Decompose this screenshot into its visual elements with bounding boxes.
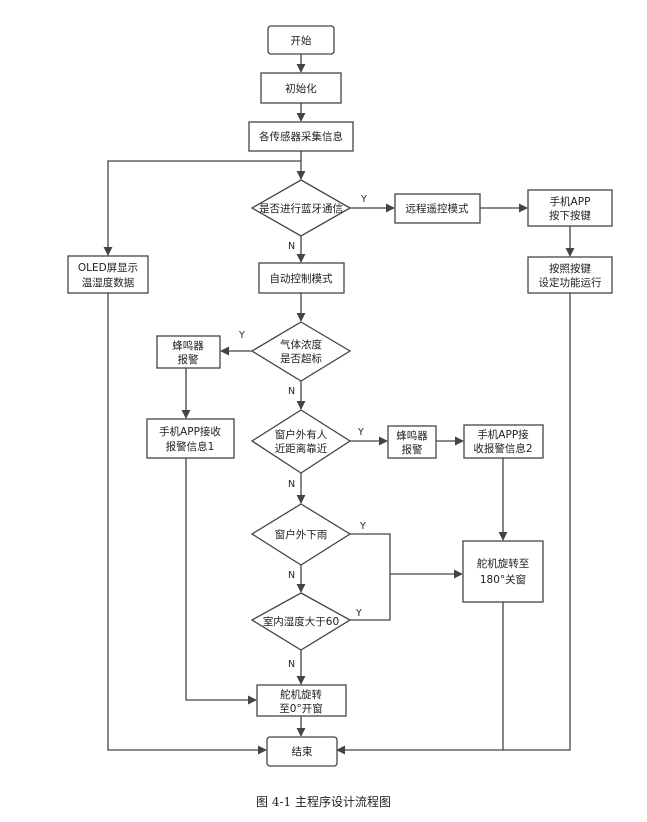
label-yes-humid: Y	[355, 608, 362, 619]
node-app-alarm1-line1: 手机APP接收	[159, 425, 221, 438]
node-servo-open-line1: 舵机旋转	[280, 688, 322, 701]
node-end-label: 结束	[292, 745, 313, 758]
node-auto: 自动控制模式	[258, 262, 345, 294]
node-buzzer1: 蜂鸣器 报警	[156, 335, 221, 369]
decision-humidity-label: 室内湿度大于60	[263, 615, 339, 628]
node-app-press-line2: 按下按键	[549, 209, 591, 222]
node-app-alarm2-line1: 手机APP接	[477, 428, 529, 441]
decision-person: 窗户外有人 近距离靠近	[250, 409, 352, 474]
decision-bluetooth-label: 是否进行蓝牙通信	[259, 202, 343, 215]
edge-appalarm1-servoopen	[185, 458, 257, 705]
node-per-key: 按照按键 设定功能运行	[527, 256, 613, 294]
label-no-rain: N	[288, 570, 295, 581]
label-no-humid: N	[288, 659, 295, 670]
decision-gas-line1: 气体浓度	[280, 338, 322, 351]
node-app-press-line1: 手机APP	[550, 195, 591, 208]
decision-gas: 气体浓度 是否超标	[250, 321, 352, 382]
edge-labels: Y N Y N Y N Y N Y N	[238, 194, 367, 670]
node-remote: 远程遥控模式	[394, 193, 481, 224]
edge-oled-end	[107, 293, 267, 755]
edge-perkey-end	[336, 293, 571, 755]
node-oled: OLED屏显示 温湿度数据	[67, 255, 149, 294]
node-app-alarm1-line2: 报警信息1	[166, 440, 215, 453]
label-yes-person: Y	[357, 427, 364, 438]
label-no-bt: N	[288, 241, 295, 252]
node-buzzer2-line1: 蜂鸣器	[396, 429, 428, 442]
node-oled-line1: OLED屏显示	[78, 262, 138, 274]
node-buzzer1-line1: 蜂鸣器	[172, 339, 204, 352]
node-buzzer2-line2: 报警	[402, 443, 423, 456]
node-buzzer1-line2: 报警	[178, 353, 199, 366]
connectors	[103, 54, 575, 755]
node-buzzer2: 蜂鸣器 报警	[387, 425, 437, 459]
label-no-person: N	[288, 479, 295, 490]
node-collect-label: 各传感器采集信息	[259, 130, 343, 143]
decision-bluetooth: 是否进行蓝牙通信	[250, 179, 352, 237]
node-servo-close-line1: 舵机旋转至	[477, 557, 530, 570]
node-auto-label: 自动控制模式	[270, 272, 333, 285]
label-yes-bt: Y	[360, 194, 367, 205]
decision-rain: 窗户外下雨	[250, 503, 352, 566]
node-init-label: 初始化	[285, 82, 317, 95]
node-per-key-line1: 按照按键	[549, 262, 591, 275]
figure-caption: 图 4-1 主程序设计流程图	[256, 795, 391, 809]
node-servo-close-line2: 180°关窗	[480, 573, 526, 586]
node-per-key-line2: 设定功能运行	[539, 276, 602, 289]
label-no-gas: N	[288, 386, 295, 397]
decision-person-line1: 窗户外有人	[275, 428, 328, 441]
decision-person-line2: 近距离靠近	[275, 442, 328, 455]
node-end: 结束	[266, 736, 338, 767]
decision-gas-line2: 是否超标	[280, 352, 322, 365]
node-app-press: 手机APP 按下按键	[527, 189, 613, 227]
node-servo-close: 舵机旋转至 180°关窗	[462, 540, 544, 603]
node-servo-open-line2: 至0°开窗	[279, 702, 322, 715]
node-start: 开始	[267, 25, 335, 55]
decision-rain-label: 窗户外下雨	[275, 528, 328, 541]
node-app-alarm1: 手机APP接收 报警信息1	[146, 418, 235, 459]
node-servo-open: 舵机旋转 至0°开窗	[256, 684, 347, 717]
node-init: 初始化	[260, 72, 342, 104]
edge-rain-humid-yes	[350, 533, 391, 621]
node-collect: 各传感器采集信息	[248, 121, 354, 152]
node-oled-line2: 温湿度数据	[82, 276, 135, 289]
node-app-alarm2-line2: 收报警信息2	[473, 442, 532, 455]
node-remote-label: 远程遥控模式	[406, 202, 469, 215]
node-app-alarm2: 手机APP接 收报警信息2	[463, 424, 544, 459]
node-start-label: 开始	[291, 34, 312, 47]
decision-humidity: 室内湿度大于60	[250, 592, 352, 651]
label-yes-gas: Y	[238, 330, 245, 341]
edge-collect-oled	[103, 160, 301, 256]
label-yes-rain: Y	[359, 521, 366, 532]
